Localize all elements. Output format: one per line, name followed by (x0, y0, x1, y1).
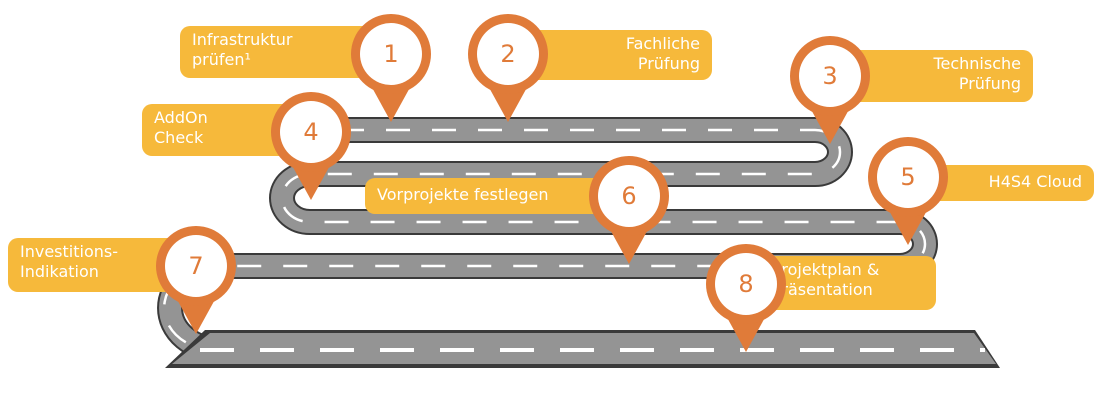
map-pin-icon (706, 244, 786, 352)
map-pin-icon (468, 14, 548, 122)
station-3-line-1: Technische (933, 54, 1021, 73)
map-pin-icon (790, 36, 870, 144)
station-7-pin: 7 (154, 224, 238, 336)
station-8-label: Projektplan & Präsentation (760, 256, 936, 310)
station-3-pin: 3 (788, 34, 872, 146)
lane-marks-upper (162, 128, 927, 351)
station-8-line-2: Präsentation (772, 280, 873, 299)
map-pin-icon (868, 137, 948, 245)
station-3-number: 3 (822, 62, 838, 90)
station-6-line-1: Vorprojekte festlegen (377, 185, 549, 204)
station-8-line-1: Projektplan & (772, 260, 880, 279)
station-7-line-1: Investitions- (20, 242, 118, 261)
station-2-pin: 2 (466, 12, 550, 124)
station-5-number: 5 (900, 163, 916, 191)
station-5-pin: 5 (866, 135, 950, 247)
station-5-line-1: H4S4 Cloud (988, 172, 1082, 191)
station-4-line-1: AddOn (154, 108, 208, 127)
station-2-line-1: Fachliche (625, 34, 700, 53)
station-1-pin: 1 (349, 12, 433, 124)
station-1-number: 1 (383, 40, 399, 68)
station-2-line-2: Prüfung (637, 54, 700, 73)
station-3-line-2: Prüfung (958, 74, 1021, 93)
station-4-number: 4 (303, 118, 319, 146)
station-6-pin: 6 (587, 154, 671, 266)
station-2-number: 2 (500, 40, 516, 68)
station-7-number: 7 (188, 252, 204, 280)
station-1-label: Infrastruktur prüfen¹ (180, 26, 380, 78)
station-1-line-2: prüfen¹ (192, 50, 251, 69)
station-4-pin: 4 (269, 90, 353, 202)
station-4-line-2: Check (154, 128, 204, 147)
map-pin-icon (589, 156, 669, 264)
station-8-pin: 8 (704, 242, 788, 354)
station-8-number: 8 (738, 270, 754, 298)
station-1-line-1: Infrastruktur (192, 30, 293, 49)
map-pin-icon (156, 226, 236, 334)
station-7-line-2: Indikation (20, 262, 99, 281)
station-6-label: Vorprojekte festlegen (365, 178, 627, 214)
map-pin-icon (351, 14, 431, 122)
map-pin-icon (271, 92, 351, 200)
station-6-number: 6 (621, 182, 637, 210)
